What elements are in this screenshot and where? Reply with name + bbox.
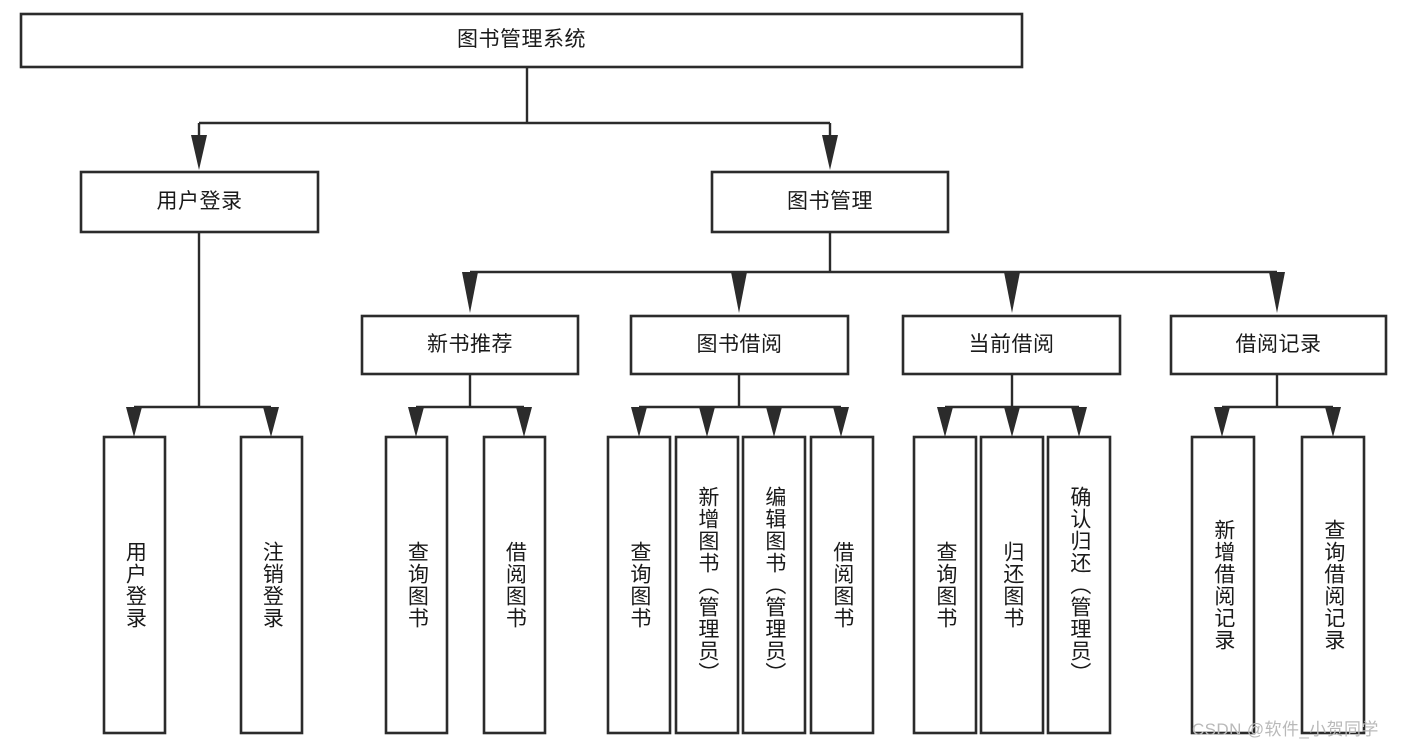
csdn-watermark: CSDN @软件_小贺同学	[1192, 720, 1379, 739]
node-box-edit-book-admin[interactable]	[741, 435, 807, 735]
arrow-head-query-book-2	[631, 407, 647, 437]
node-box-root[interactable]	[19, 12, 1024, 69]
arrow-head-borrow-book-2	[833, 407, 849, 437]
node-box-book-mgmt[interactable]	[710, 170, 950, 234]
arrow-head-user-login	[126, 407, 142, 437]
arrow-head-add-borrow-record	[1214, 407, 1230, 437]
node-box-borrow-book-2[interactable]	[809, 435, 875, 735]
arrow-head-user-logout	[263, 407, 279, 437]
arrow-head-add-book-admin	[699, 407, 715, 437]
arrow-head-current-borrow	[1004, 272, 1020, 313]
node-box-return-book[interactable]	[979, 435, 1045, 735]
node-box-add-book-admin[interactable]	[674, 435, 740, 735]
arrow-head-book-borrow	[731, 272, 747, 313]
arrow-head-edit-book-admin	[766, 407, 782, 437]
arrow-head-new-book-rec	[462, 272, 478, 313]
node-box-borrow-record[interactable]	[1169, 314, 1388, 376]
node-box-query-book-3[interactable]	[912, 435, 978, 735]
arrow-head-login	[191, 135, 207, 170]
node-box-query-book-2[interactable]	[606, 435, 672, 735]
node-box-add-borrow-record[interactable]	[1190, 435, 1256, 735]
node-box-book-borrow[interactable]	[629, 314, 850, 376]
node-box-login[interactable]	[79, 170, 320, 234]
arrow-head-borrow-book-1	[516, 407, 532, 437]
node-box-new-book-rec[interactable]	[360, 314, 580, 376]
arrow-head-query-borrow-record	[1325, 407, 1341, 437]
arrow-head-bookmgmt	[822, 135, 838, 170]
arrow-head-query-book-1	[408, 407, 424, 437]
node-box-borrow-book-1[interactable]	[482, 435, 547, 735]
node-box-query-book-1[interactable]	[384, 435, 449, 735]
arrow-head-return-book	[1004, 407, 1020, 437]
arrow-head-query-book-3	[937, 407, 953, 437]
node-box-query-borrow-record[interactable]	[1300, 435, 1366, 735]
arrow-head-confirm-return-admin	[1071, 407, 1087, 437]
node-box-current-borrow[interactable]	[901, 314, 1122, 376]
node-box-confirm-return-admin[interactable]	[1046, 435, 1112, 735]
arrow-head-borrow-record	[1269, 272, 1285, 313]
node-box-user-login[interactable]	[102, 435, 167, 735]
node-box-user-logout[interactable]	[239, 435, 304, 735]
